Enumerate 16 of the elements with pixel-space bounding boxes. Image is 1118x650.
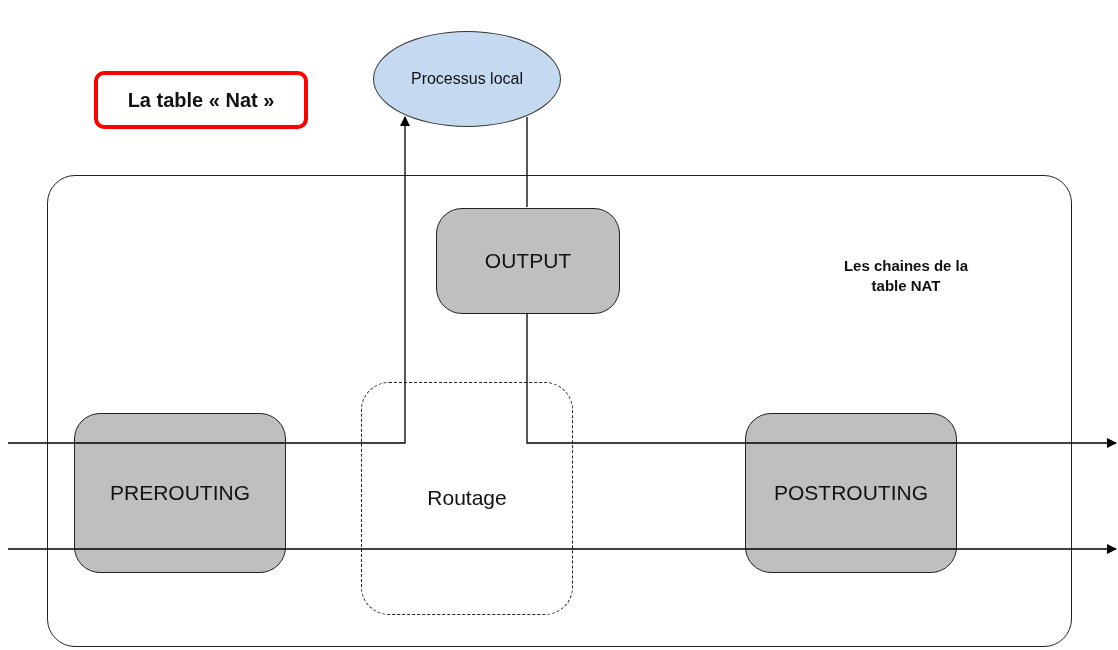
routing-box xyxy=(361,382,573,615)
node-label: OUTPUT xyxy=(484,247,572,274)
arrow xyxy=(359,116,410,444)
node-label: Les chaines de la table NAT xyxy=(842,256,970,297)
arrow xyxy=(743,544,1117,554)
table-frame xyxy=(47,175,1072,647)
node-label: La table « Nat » xyxy=(127,87,275,113)
arrow xyxy=(743,438,1117,448)
node-label: Routage xyxy=(427,485,507,512)
node-label: POSTROUTING xyxy=(774,479,928,506)
chain-box xyxy=(436,208,620,314)
node-label: Processus local xyxy=(410,69,523,90)
title-box xyxy=(94,71,308,129)
node-label: PREROUTING xyxy=(110,479,250,506)
chain-box xyxy=(74,413,286,573)
chain-box xyxy=(745,413,957,573)
